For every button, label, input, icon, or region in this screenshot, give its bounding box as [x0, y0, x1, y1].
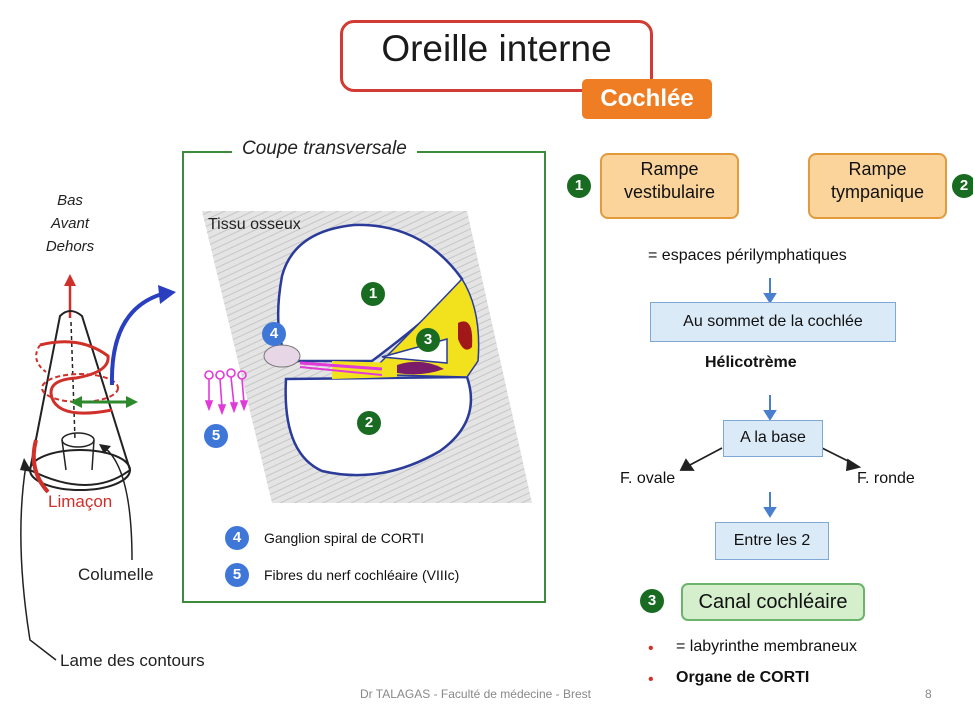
sommet-box: Au sommet de la cochlée: [650, 302, 896, 342]
badge-canal: 3: [640, 589, 664, 613]
nerve-fiber: [299, 361, 383, 371]
marker-2: 2: [357, 411, 381, 435]
entre-box: Entre les 2: [715, 522, 829, 560]
marker-4: 4: [262, 322, 286, 346]
lame-pointer: [20, 464, 57, 661]
legend-badge-4: 4: [225, 526, 249, 550]
slide-title: Oreille interne: [381, 28, 612, 69]
footer-author: Dr TALAGAS - Faculté de médecine - Brest: [360, 687, 591, 701]
canal-cochleaire-box: Canal cochléaire: [681, 583, 865, 621]
rampe-vestibulaire-line2: vestibulaire: [623, 182, 716, 202]
cone-outline: [28, 310, 132, 486]
legend-text-4: Ganglion spiral de CORTI: [264, 530, 425, 546]
bullet-1-marker: •: [648, 640, 654, 657]
bullet-organe-corti: Organe de CORTI: [676, 669, 810, 686]
legend-text-5: Fibres du nerf cochléaire (VIIIc): [264, 567, 460, 583]
columelle-pointer: [104, 447, 133, 561]
organ-of-corti: [397, 361, 444, 375]
rampe-tympanique-line2: tympanique: [830, 182, 925, 202]
nerve-fibres-bundle: [204, 368, 249, 416]
label-columelle: Columelle: [78, 565, 154, 584]
legend-badge-5: 5: [225, 563, 249, 587]
cochlea-cone-diagram: [20, 274, 176, 661]
page-number: 8: [925, 687, 932, 701]
marker-3: 3: [416, 328, 440, 352]
base-box: A la base: [723, 420, 823, 457]
blue-curved-arrow: [109, 292, 163, 386]
spiral-ganglion: [263, 344, 301, 368]
bone-label: Tissu osseux: [208, 216, 301, 233]
bullet-labyrinthe: = labyrinthe membraneux: [676, 638, 857, 655]
spiral-ligament: [458, 321, 473, 350]
orientation-bas: Bas: [57, 192, 83, 209]
helicotreme: Hélicotrème: [705, 354, 797, 371]
label-limacon: Limaçon: [48, 492, 113, 511]
espaces-perilymphatiques: = espaces périlymphatiques: [648, 247, 847, 264]
label-lame-des-contours: Lame des contours: [60, 651, 205, 670]
rampe-tympanique-box: Rampe tympanique: [808, 153, 947, 219]
rampe-vestibulaire-line1: Rampe: [640, 159, 699, 179]
orientation-dehors: Dehors: [45, 238, 95, 255]
orientation-avant: Avant: [50, 215, 90, 232]
bullet-2-marker: •: [648, 671, 654, 688]
spiral-line: [39, 340, 113, 415]
badge-rampe-vestibulaire: 1: [567, 174, 591, 198]
fenetre-ronde: F. ronde: [857, 470, 915, 487]
flow-arrows: [679, 278, 862, 518]
slide-subtitle: Cochlée: [582, 79, 712, 119]
rampe-tympanique-line1: Rampe: [848, 159, 907, 179]
marker-5: 5: [204, 424, 228, 448]
cross-section-title: Coupe transversale: [232, 138, 417, 160]
title-box: [340, 20, 653, 92]
rampe-vestibulaire-box: Rampe vestibulaire: [600, 153, 739, 219]
fenetre-ovale: F. ovale: [620, 470, 676, 487]
badge-rampe-tympanique: 2: [952, 174, 973, 198]
marker-1: 1: [361, 282, 385, 306]
